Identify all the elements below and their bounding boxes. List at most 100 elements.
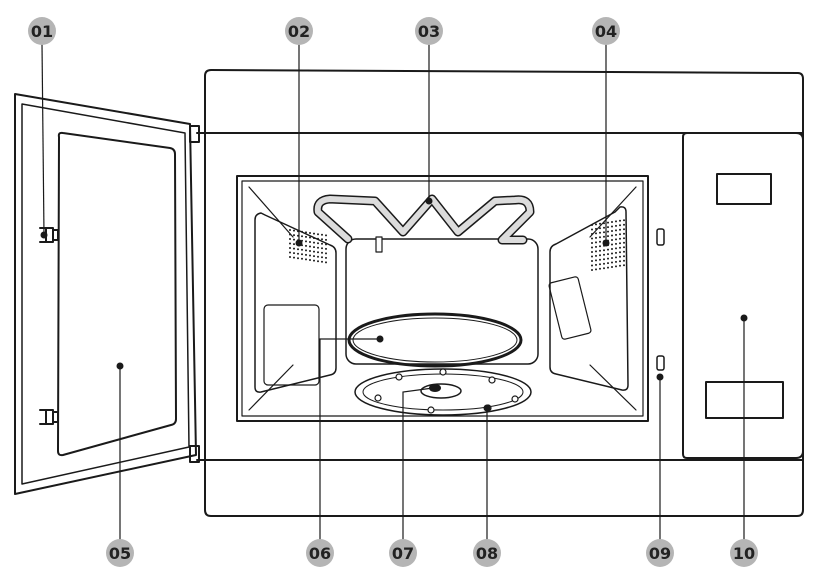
vent-hole	[591, 251, 593, 253]
vent-hole	[313, 241, 315, 244]
vent-hole	[325, 238, 327, 241]
vent-hole	[595, 263, 597, 266]
vent-hole	[325, 234, 327, 237]
vent-hole	[607, 226, 609, 229]
leader-line-01	[41, 43, 45, 236]
vent-hole	[603, 253, 605, 256]
callout-10: 10	[730, 539, 758, 567]
vent-hole	[611, 243, 613, 246]
vent-hole	[325, 261, 327, 264]
vent-hole	[325, 256, 327, 259]
vent-hole	[289, 229, 291, 231]
vent-hole	[619, 255, 621, 258]
vent-hole	[611, 252, 613, 255]
vent-hole	[623, 259, 625, 262]
vent-hole	[317, 237, 319, 240]
vent-hole	[321, 260, 323, 263]
vent-hole	[305, 253, 307, 256]
vent-hole	[293, 252, 295, 255]
vent-hole	[289, 233, 291, 236]
anchor-dot-06	[376, 335, 384, 343]
vent-hole	[615, 238, 617, 241]
vent-hole	[615, 242, 617, 245]
safety-interlock-system	[656, 228, 665, 381]
vent-hole	[309, 232, 311, 234]
vent-hole	[293, 243, 295, 246]
vent-hole	[305, 258, 307, 261]
vent-hole	[607, 235, 609, 238]
vent-hole	[603, 235, 605, 238]
vent-hole	[619, 219, 621, 222]
vent-hole	[313, 232, 315, 235]
vent-hole	[623, 250, 625, 253]
vent-hole	[591, 237, 593, 240]
vent-hole	[309, 236, 311, 239]
vent-hole	[591, 255, 593, 258]
vent-hole	[611, 239, 613, 241]
vent-hole	[313, 246, 315, 249]
door	[14, 93, 197, 495]
glass-tray	[347, 312, 523, 368]
vent-hole	[595, 227, 597, 230]
vent-hole	[321, 256, 323, 259]
vent-hole	[607, 253, 609, 256]
vent-hole	[619, 260, 621, 263]
anchor-dot-08	[483, 404, 491, 412]
vent-hole	[607, 262, 609, 265]
vent-hole	[595, 241, 597, 244]
vent-hole	[301, 253, 303, 256]
vent-hole	[321, 247, 323, 250]
vent-hole	[615, 256, 617, 259]
vent-hole	[611, 225, 613, 228]
vent-hole	[607, 221, 609, 224]
vent-hole	[321, 238, 323, 241]
vent-hole	[611, 234, 613, 237]
vent-hole	[317, 242, 319, 245]
vent-hole	[313, 237, 315, 240]
vent-hole	[599, 267, 601, 270]
vent-hole	[623, 228, 625, 231]
anchor-dot-05	[116, 362, 124, 370]
vent-hole	[603, 262, 605, 265]
vent-hole	[309, 259, 311, 261]
vent-hole	[611, 261, 613, 264]
vent-hole	[321, 251, 323, 254]
callout-05: 05	[106, 539, 134, 567]
vent-hole	[615, 247, 617, 250]
vent-hole	[615, 220, 617, 223]
vent-hole	[289, 242, 291, 245]
vent-hole	[595, 254, 597, 257]
callout-09-label: 09	[649, 544, 671, 563]
vent-hole	[317, 233, 319, 236]
vent-hole	[591, 264, 593, 267]
oven-cavity	[236, 175, 649, 422]
vent-hole	[599, 249, 601, 252]
vent-hole	[623, 264, 625, 267]
vent-hole	[317, 246, 319, 249]
vent-hole	[321, 233, 323, 236]
vent-hole	[297, 248, 299, 251]
vent-hole	[599, 222, 601, 225]
callout-03-label: 03	[418, 22, 440, 41]
turntable-shaft	[420, 383, 462, 399]
anchor-dot-04	[602, 239, 610, 247]
vent-hole	[615, 251, 617, 254]
roller-ring	[354, 368, 532, 416]
vent-hole	[603, 267, 605, 270]
vent-hole	[599, 231, 601, 234]
vent-hole	[599, 240, 601, 243]
vent-hole	[325, 243, 327, 246]
vent-hole	[309, 250, 311, 252]
vent-hole	[293, 247, 295, 250]
vent-hole	[607, 230, 609, 233]
vent-hole	[313, 250, 315, 253]
vent-hole	[615, 233, 617, 236]
callout-05-label: 05	[109, 544, 131, 563]
vent-hole	[301, 235, 303, 238]
vent-hole	[623, 255, 625, 258]
vent-hole	[309, 245, 311, 248]
anchor-dot-07	[429, 384, 437, 392]
callout-10-label: 10	[733, 544, 755, 563]
callout-02-label: 02	[288, 22, 310, 41]
